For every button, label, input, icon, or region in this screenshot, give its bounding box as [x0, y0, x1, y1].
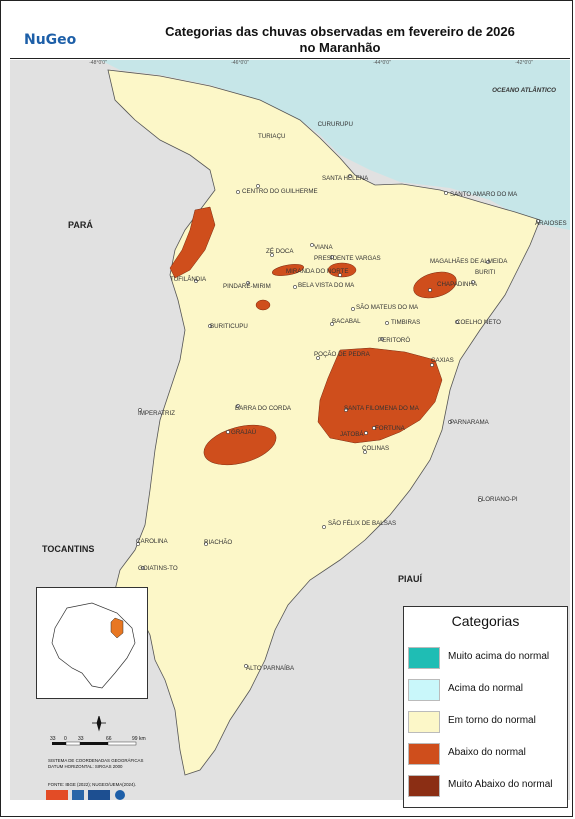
sources-text: FONTE: IBGE (2022); NUGEO/UEMA(2024).: [48, 782, 137, 787]
legend-label: Acima do normal: [448, 683, 524, 694]
city-label: MAGALHÃES DE ALMEIDA: [430, 258, 508, 265]
city-label: PERITORÓ: [378, 337, 410, 344]
city-label: ALTO PARNAÍBA: [246, 665, 295, 672]
city-label: MIRANDA DO NORTE: [286, 268, 348, 275]
city-label: SANTA HELENA: [322, 175, 369, 182]
scale-tick: 99 km: [132, 736, 146, 742]
lon-tick: -46°0'0": [231, 60, 249, 66]
lon-tick: -42°0'0": [515, 60, 533, 66]
legend-label: Abaixo do normal: [448, 747, 526, 758]
city-label: RIACHÃO: [204, 539, 232, 546]
city-label: BARRA DO CORDA: [235, 405, 292, 412]
city-label: IMPERATRIZ: [138, 410, 175, 417]
city-label: CENTRO DO GUILHERME: [242, 188, 318, 195]
scale-bar: [52, 741, 137, 746]
city-label: BELA VISTA DO MA: [298, 282, 355, 289]
locator-inset-map: [36, 587, 148, 699]
nugeo-emblem: [115, 790, 125, 800]
city-label: SÃO FÉLIX DE BALSAS: [328, 520, 396, 527]
city-label: CAROLINA: [136, 538, 169, 545]
city-label: FORTUNA: [375, 425, 406, 432]
maranhao-highlight: [110, 617, 124, 639]
logo-text: NuGeo: [24, 32, 77, 48]
legend-swatch: [408, 775, 440, 797]
city-markers: [136, 174, 540, 668]
legend-swatch: [408, 647, 440, 669]
city-label: POÇÃO DE PEDRA: [314, 351, 371, 358]
city-label: TUFILÂNDIA: [170, 276, 207, 283]
north-arrow-and-scale: 33 0 33 66 99 km: [50, 714, 146, 746]
city-label: PRESIDENTE VARGAS: [314, 255, 381, 262]
city-label: SANTO AMARO DO MA: [450, 191, 518, 198]
below-normal-west-coast: [169, 206, 216, 279]
state-emblem: [72, 790, 84, 800]
brazil-outline: [51, 602, 136, 689]
below-normal-grajau: [203, 424, 277, 466]
legend-label: Em torno do normal: [448, 715, 536, 726]
lon-tick: -44°0'0": [373, 60, 391, 66]
north-arrow-icon: [92, 714, 106, 732]
inset-svg: [51, 602, 136, 689]
state-label-tocantins: TOCANTINS: [42, 544, 94, 554]
city-label: COELHO NETO: [456, 319, 501, 326]
atlantic-ocean: [100, 60, 570, 230]
crs-line2: DATUM HORIZONTAL: SIRGAS 2000: [48, 764, 123, 769]
legend-swatch: [408, 679, 440, 701]
below-normal-central: [317, 347, 443, 444]
scale-tick: 0: [64, 736, 67, 742]
below-normal-areas: [169, 206, 457, 466]
ocean-label: OCEANO ATLÂNTICO: [492, 87, 556, 94]
legend-swatch: [408, 711, 440, 733]
uema-logo: [88, 790, 110, 800]
scale-tick: 33: [78, 736, 84, 742]
city-label: ARAIOSES: [535, 220, 567, 227]
city-label: GOIATINS-TO: [138, 565, 178, 572]
state-label-para: PARÁ: [68, 220, 93, 230]
scale-tick: 66: [106, 736, 112, 742]
maranhao-logo: [46, 790, 68, 800]
city-label: ZÉ DOCA: [266, 248, 294, 255]
city-label: CAXIAS: [431, 357, 454, 364]
below-normal-pindare: [271, 264, 305, 276]
city-label: SANTA FILOMENA DO MA: [344, 405, 420, 412]
city-label: JATOBÁ: [340, 431, 364, 438]
lon-tick: -48°0'0": [89, 60, 107, 66]
below-normal-small: [255, 299, 271, 311]
city-label: BURITICUPU: [210, 323, 248, 330]
city-label: SÃO MATEUS DO MA: [356, 304, 419, 311]
map-title-line2: no Maranhão: [299, 40, 381, 55]
city-label: CHAPADINHA: [437, 281, 478, 288]
institution-logos: [46, 788, 146, 802]
header: [10, 18, 570, 59]
legend-label: Muito Abaixo do normal: [448, 779, 553, 790]
city-label: COLINAS: [362, 445, 389, 452]
state-label-piaui: PIAUÍ: [398, 574, 423, 584]
legend-label: Muito acima do normal: [448, 651, 550, 662]
logos-svg: [46, 790, 125, 800]
legend: Categorias Muito acima do normal Acima d…: [403, 606, 568, 808]
city-label: TURIAÇU: [258, 133, 286, 140]
legend-swatch: [408, 743, 440, 765]
city-label: PARNARAMA: [450, 419, 490, 426]
map-title-line1: Categorias das chuvas observadas em feve…: [165, 24, 515, 39]
below-normal-chapadinha: [413, 271, 457, 299]
city-label: GRAJAÚ: [231, 429, 256, 436]
crs-line1: SISTEMA DE COORDENADAS GEOGRÁFICAS: [48, 758, 144, 763]
city-label: PINDARÉ-MIRIM: [223, 283, 271, 290]
below-normal-miranda: [327, 262, 357, 278]
city-label: BACABAL: [332, 318, 361, 325]
city-label: BURITI: [475, 269, 496, 276]
city-label: FLORIANO-PI: [478, 496, 518, 503]
city-label: VIANA: [314, 244, 333, 251]
nugeo-logo: NuGeo: [20, 18, 90, 52]
city-label: CURURUPU: [318, 121, 353, 128]
city-label: TIMBIRAS: [391, 319, 420, 326]
scale-area: 33 0 33 66 99 km: [40, 714, 160, 776]
legend-title: Categorias: [451, 613, 520, 629]
scale-tick: 33: [50, 736, 56, 742]
